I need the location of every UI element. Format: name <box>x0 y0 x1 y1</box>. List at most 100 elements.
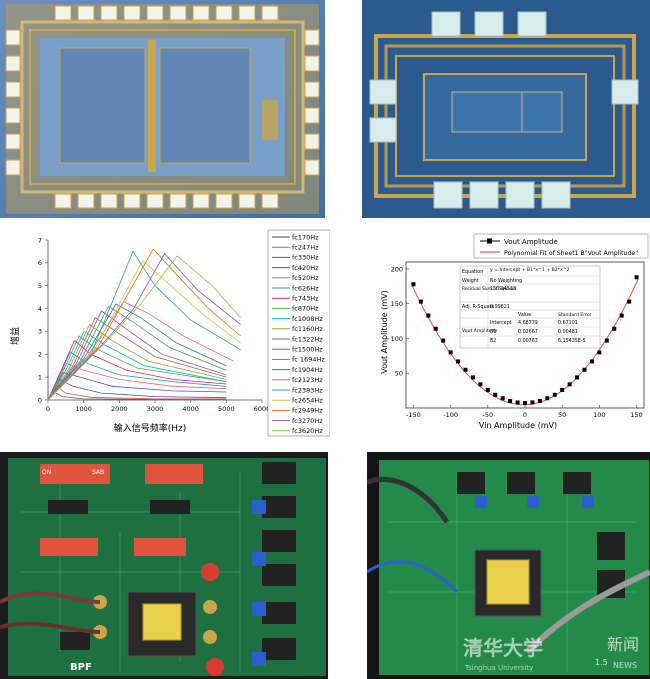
pcb-photo-right: 清华大学 Tsinghua University 1.5 新闻 NEWS <box>367 452 650 679</box>
data-point <box>560 387 565 392</box>
y-tick-label: 150 <box>391 300 403 308</box>
data-point <box>530 400 535 405</box>
weight-label: Weight <box>462 278 479 284</box>
data-point <box>552 392 557 397</box>
series-line-fc2123Hz <box>47 301 234 401</box>
chip-micrograph-right <box>362 0 650 218</box>
y-tick-label: 2 <box>38 351 42 359</box>
rss-label: Residual Sum of Squares <box>462 286 517 292</box>
legend-entry: fc3620Hz <box>292 427 323 435</box>
bond-pads-sides <box>369 79 639 143</box>
x-tick-label: 50 <box>558 411 566 419</box>
chip-under-test <box>486 559 530 605</box>
legend-entry: fc 1694Hz <box>292 356 325 364</box>
legend-entry: fc420Hz <box>292 264 319 272</box>
data-point <box>523 401 527 406</box>
series-line-fc330Hz <box>47 378 227 401</box>
data-point <box>612 326 617 331</box>
x-tick-label: -150 <box>406 411 421 419</box>
y-tick-label: 3 <box>38 328 42 336</box>
data-point <box>515 400 520 405</box>
legend-entry: fc170Hz <box>292 233 319 241</box>
row-b2-name: B2 <box>490 338 496 344</box>
y-tick-label: 100 <box>391 335 403 343</box>
legend-entry: fc1904Hz <box>292 366 323 374</box>
legend-entry: fc247Hz <box>292 244 319 252</box>
eq-value: y = Intercept + B1*x^1 + B2*x^2 <box>490 267 570 273</box>
y-tick-label: 1 <box>38 373 42 381</box>
legend-entry: fc2949Hz <box>292 407 323 415</box>
series-line-fc1500Hz <box>47 310 227 401</box>
data-point <box>567 382 572 387</box>
data-point <box>508 399 513 404</box>
x-tick-label: 3000 <box>147 405 164 413</box>
bond-pads-bottom <box>433 181 571 209</box>
bond-pads-left <box>5 29 21 176</box>
col-error-header: Standard Error <box>558 312 592 318</box>
row-b1-value: 0.02667 <box>518 329 538 335</box>
x-tick-label: 100 <box>593 411 605 419</box>
chip-under-test <box>142 603 182 641</box>
watermark-news: 新闻 <box>607 635 639 654</box>
board-label-bpf: BPF <box>70 662 92 673</box>
x-tick-label: 4000 <box>182 405 199 413</box>
data-point <box>463 367 468 372</box>
data-point <box>485 387 490 392</box>
data-point <box>493 392 498 397</box>
legend-entry: fc1500Hz <box>292 346 323 354</box>
legend-entry-fit: Polynomial Fit of Sheet1 B"Vout Amplitud… <box>504 250 638 257</box>
legend-entry: fc2383Hz <box>292 386 323 394</box>
y-tick-label: 6 <box>38 259 42 267</box>
data-point <box>582 367 587 372</box>
legend-entry-vout: Vout Amplitude <box>504 238 558 246</box>
scale-label: 1.5 <box>595 658 608 667</box>
data-point <box>456 359 461 364</box>
watermark-university-en: Tsinghua University <box>464 664 533 672</box>
bond-pads-top <box>431 11 547 37</box>
series-line-fc743Hz <box>47 339 227 401</box>
y-tick-label: 5 <box>38 282 42 290</box>
bond-pads-right <box>304 29 320 176</box>
x-tick-label: 2000 <box>111 405 128 413</box>
series-line-fc1160Hz <box>47 323 227 401</box>
data-point <box>478 382 483 387</box>
legend-entry: fc520Hz <box>292 274 319 282</box>
pcb-photo-left: ON SAB BPF <box>0 452 328 679</box>
legend-entry: fc2123Hz <box>292 376 323 384</box>
series-line-fc1008Hz <box>47 330 227 401</box>
watermark-university: 清华大学 <box>463 636 543 660</box>
x-tick-label: 0 <box>523 411 527 419</box>
r2-value: 0.99821 <box>490 304 510 310</box>
legend-entry: fc626Hz <box>292 284 319 292</box>
legend-entry: fc1008Hz <box>292 315 323 323</box>
data-point <box>634 275 639 280</box>
y-tick-label: 7 <box>38 236 42 244</box>
x-axis-label: Vin Amplitude (mV) <box>479 421 557 430</box>
series-line-fc1904Hz <box>47 303 227 401</box>
row-b1-error: 0.00481 <box>558 329 578 335</box>
legend-entry: fc743Hz <box>292 295 319 303</box>
chip-micrograph-left <box>0 0 325 218</box>
data-point <box>470 375 475 380</box>
pcb-image: ON SAB BPF <box>0 452 328 679</box>
x-tick-label: -100 <box>443 411 458 419</box>
legend-entry: fc1322Hz <box>292 335 323 343</box>
bond-pads-top <box>54 5 279 21</box>
weight-value: No Weighting <box>490 278 522 284</box>
y-axis-label: Vout Amplitude (mV) <box>380 290 389 374</box>
legend-entry: fc1160Hz <box>292 325 323 333</box>
row-b2-error: 6.15435E-5 <box>558 338 586 344</box>
data-point <box>597 350 602 355</box>
x-tick-label: 0 <box>46 405 50 413</box>
data-point <box>411 282 416 287</box>
data-point <box>418 299 423 304</box>
dip-switches <box>40 464 203 556</box>
legend-entry: fc330Hz <box>292 254 319 262</box>
data-point <box>448 350 453 355</box>
chip-die-image <box>362 0 650 218</box>
x-tick-label: 150 <box>630 411 642 419</box>
data-point <box>619 313 624 318</box>
legend-box <box>267 229 330 437</box>
